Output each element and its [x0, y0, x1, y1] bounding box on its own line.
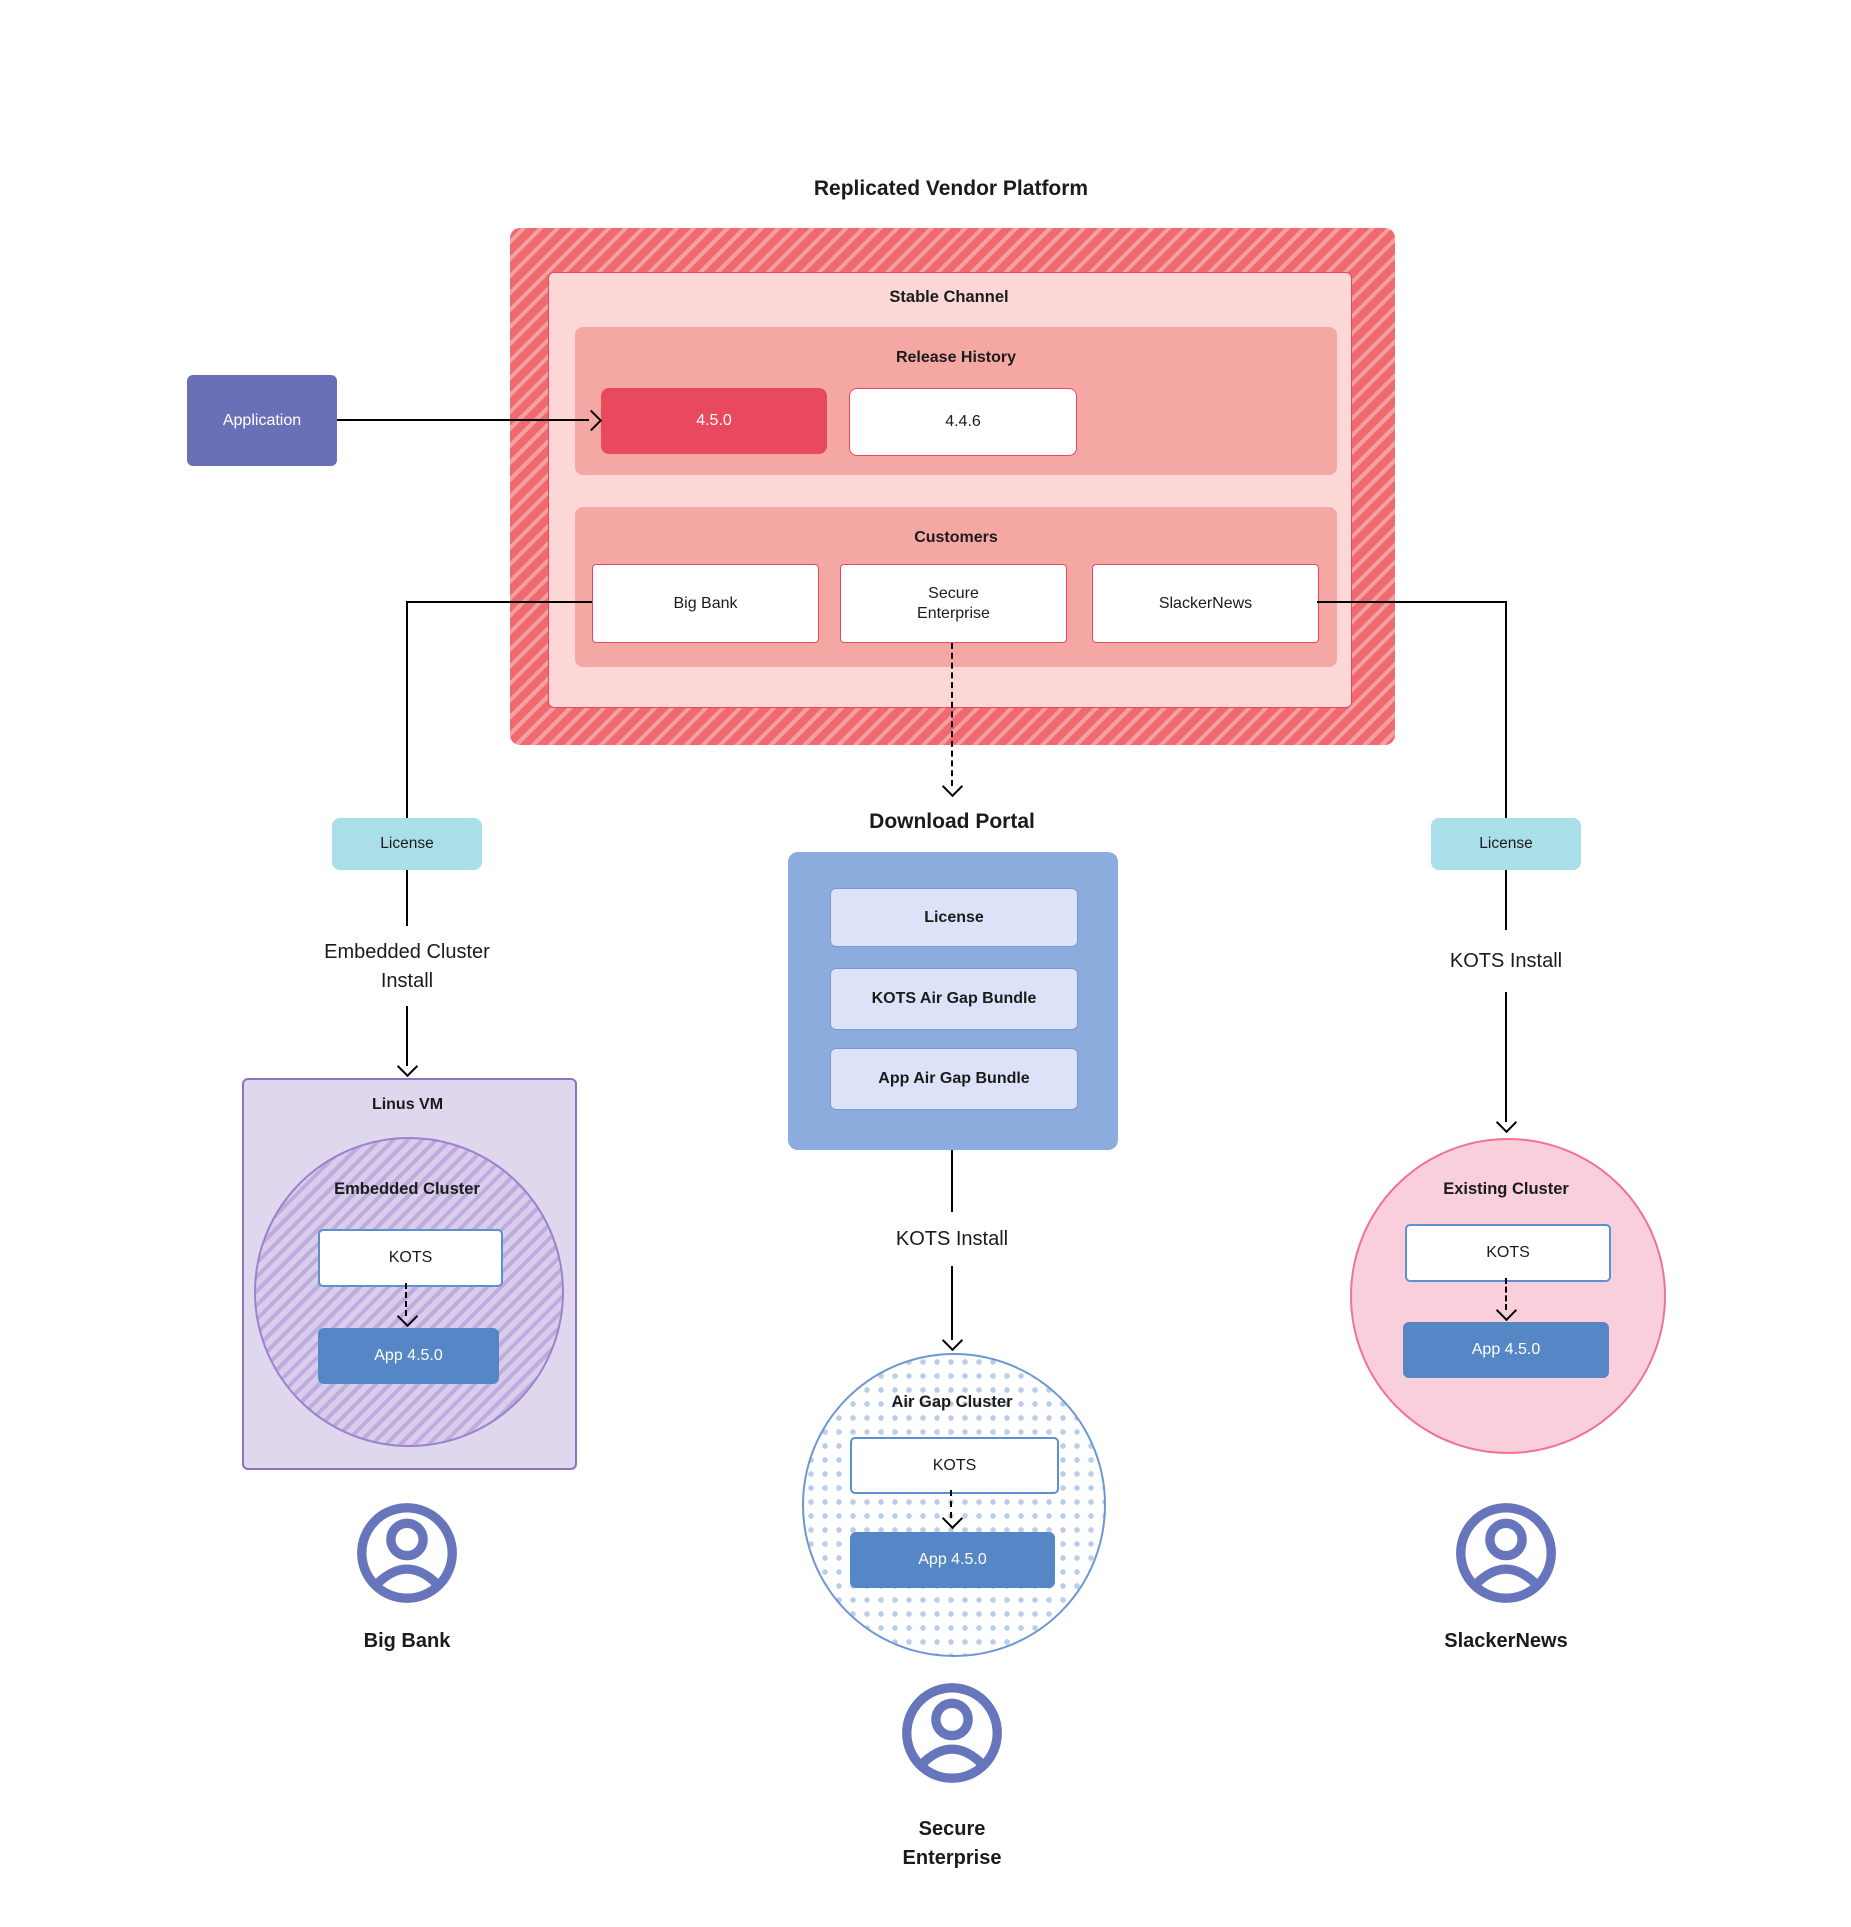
slackernews-user-label: SlackerNews — [1444, 1630, 1568, 1652]
customer-slackernews: SlackerNews — [1092, 564, 1319, 643]
slackernews-user-icon — [1454, 1501, 1558, 1605]
release-4-5-0: 4.5.0 — [601, 388, 827, 454]
connector-portal-to-install — [951, 1150, 953, 1212]
secure-enterprise-user-icon — [900, 1681, 1004, 1785]
customer-big-bank: Big Bank — [592, 564, 819, 643]
connector-bigbank-to-license — [406, 601, 408, 818]
connector-kots-to-app-middle — [950, 1490, 952, 1518]
diagram-title: Replicated Vendor Platform — [813, 177, 1089, 200]
connector-bigbank-horizontal — [407, 601, 592, 603]
connector-kots-to-app-right — [1505, 1278, 1507, 1310]
application-node: Application — [187, 375, 337, 466]
connector-license-to-install-left — [406, 870, 408, 926]
connector-install-to-vm — [406, 1006, 408, 1066]
stable-channel-title: Stable Channel — [889, 288, 1009, 306]
install-label-left: Embedded Cluster Install — [324, 941, 490, 992]
secure-enterprise-user-label: Secure Enterprise — [902, 1818, 1002, 1869]
customer-secure-enterprise-label: Secure Enterprise — [917, 584, 990, 622]
big-bank-user-icon — [355, 1501, 459, 1605]
portal-item-license: License — [830, 888, 1078, 947]
portal-item-kots-airgap-bundle: KOTS Air Gap Bundle — [830, 968, 1078, 1030]
kots-node-middle: KOTS — [850, 1437, 1059, 1494]
connector-install-to-existing — [1505, 992, 1507, 1122]
air-gap-cluster-circle — [802, 1353, 1106, 1657]
connector-slackernews-to-license — [1505, 601, 1507, 818]
portal-item-app-airgap-bundle: App Air Gap Bundle — [830, 1048, 1078, 1110]
download-portal-title: Download Portal — [869, 810, 1035, 833]
arrowhead-install-to-airgap — [941, 1329, 964, 1352]
connector-kots-to-app-left — [405, 1283, 407, 1316]
embedded-cluster-title: Embedded Cluster — [334, 1180, 480, 1198]
arrowhead-secure-to-portal — [941, 775, 964, 798]
embedded-cluster-circle — [254, 1137, 564, 1447]
arrowhead-install-to-vm — [396, 1055, 419, 1078]
customers-title: Customers — [914, 529, 998, 546]
kots-node-left: KOTS — [318, 1229, 503, 1287]
connector-install-to-airgap — [951, 1266, 953, 1340]
linus-vm-title: Linus VM — [371, 1096, 444, 1113]
customer-secure-enterprise: Secure Enterprise — [840, 564, 1067, 643]
app-node-right: App 4.5.0 — [1403, 1322, 1609, 1378]
air-gap-cluster-title: Air Gap Cluster — [891, 1393, 1013, 1411]
release-history-title: Release History — [895, 349, 1017, 366]
connector-slackernews-horizontal — [1317, 601, 1506, 603]
big-bank-user-label: Big Bank — [363, 1630, 451, 1652]
connector-license-to-install-right — [1505, 870, 1507, 930]
arrowhead-install-to-existing — [1495, 1111, 1518, 1134]
connector-application-to-release — [337, 419, 589, 421]
connector-secure-to-portal — [951, 643, 953, 786]
existing-cluster-title: Existing Cluster — [1443, 1180, 1569, 1198]
app-node-middle: App 4.5.0 — [850, 1532, 1055, 1588]
install-label-right: KOTS Install — [1449, 950, 1563, 972]
customer-slackernews-label: SlackerNews — [1158, 594, 1253, 612]
release-4-4-6: 4.4.6 — [849, 388, 1077, 456]
install-label-middle: KOTS Install — [895, 1228, 1009, 1250]
customer-big-bank-label: Big Bank — [673, 594, 738, 612]
kots-node-right: KOTS — [1405, 1224, 1611, 1282]
existing-cluster-circle — [1350, 1138, 1666, 1454]
license-node-right: License — [1431, 818, 1581, 870]
license-node-left: License — [332, 818, 482, 870]
app-node-left: App 4.5.0 — [318, 1328, 499, 1384]
